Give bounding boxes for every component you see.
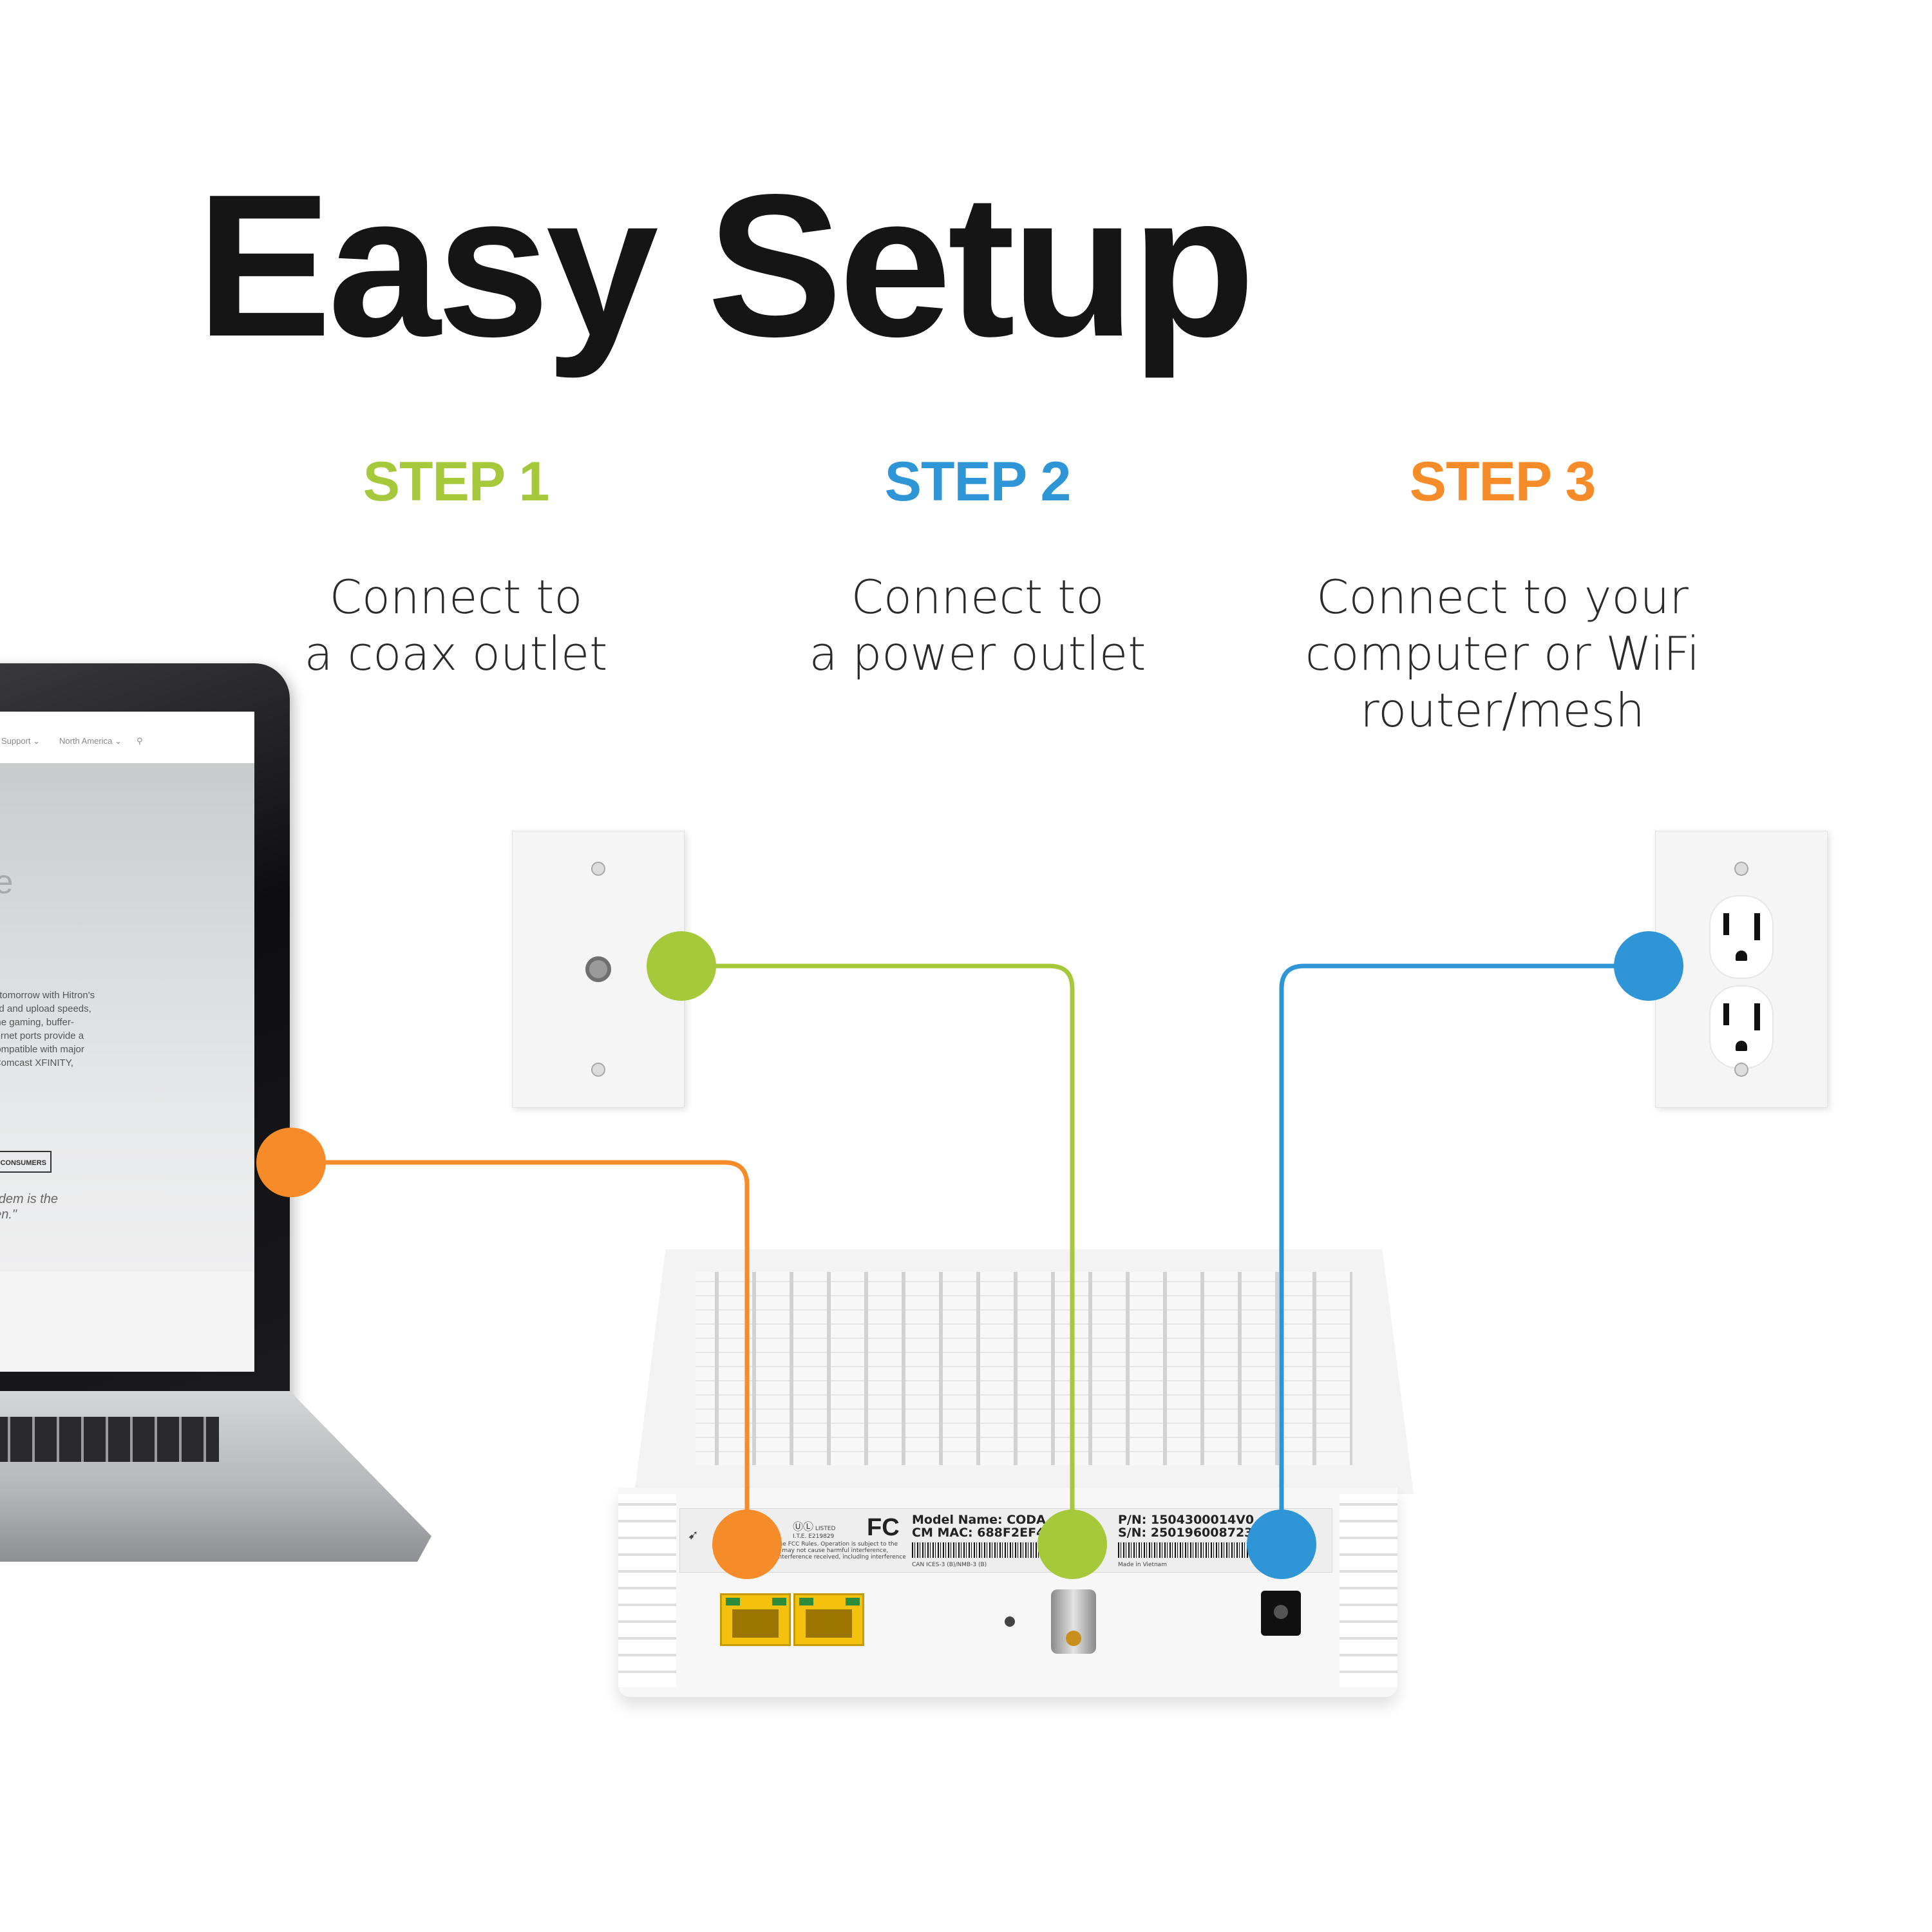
screw-icon <box>591 1063 605 1077</box>
screen-hero-text: le <box>0 864 14 901</box>
screw-icon <box>1734 862 1748 876</box>
screen-copy-line: and tomorrow with Hitron's <box>0 990 95 1001</box>
step-2-title: STEP 2 <box>884 451 1072 513</box>
outlet-receptacle-top <box>1709 895 1774 979</box>
ethernet-led <box>772 1598 786 1605</box>
step-3-title: STEP 3 <box>1409 451 1596 513</box>
fcc-note-line: interference received, including interfe… <box>777 1554 906 1560</box>
screen-hero <box>0 763 254 1272</box>
modem-vents <box>696 1272 1352 1465</box>
modem-ethernet-dot <box>712 1510 782 1579</box>
coax-outlet-dot <box>647 931 716 1001</box>
step-3-line-1: Connect to your <box>1316 570 1689 624</box>
power-jack-pin <box>1274 1605 1288 1619</box>
step-3-line-2: computer or WiFi <box>1305 627 1700 681</box>
screen-hero-lower <box>0 1272 254 1372</box>
search-icon: ⚲ <box>137 736 143 746</box>
screen-nav-support: Support ⌄ <box>1 736 41 746</box>
screen-nav-region: North America ⌄ <box>59 736 122 746</box>
screen-quote-line: Modem is the <box>0 1192 59 1206</box>
ethernet-port-socket <box>806 1609 852 1638</box>
step-1-title: STEP 1 <box>363 451 550 513</box>
fcc-note-line: e may not cause harmful interference, <box>777 1548 889 1554</box>
laptop-keyboard <box>0 1417 219 1462</box>
power-outlet-dot <box>1614 931 1683 1001</box>
ethernet-led <box>846 1598 860 1605</box>
outlet-ground <box>1736 951 1747 961</box>
coax-connector-pin <box>1066 1631 1081 1646</box>
fcc-statement: the FCC Rules. Operation is subject to t… <box>777 1541 925 1560</box>
fcc-note-line: the FCC Rules. Operation is subject to t… <box>777 1541 898 1548</box>
serial-number: S/N: 250196008723 <box>1118 1526 1253 1540</box>
screen-copy-line: online gaming, buffer- <box>0 1017 74 1028</box>
laptop-screen: Support ⌄ North America ⌄ ⚲ le and tomor… <box>0 712 254 1372</box>
modem-ridges-right <box>1340 1494 1397 1687</box>
screen-consumers-button[interactable]: AIL CONSUMERS <box>0 1151 52 1173</box>
screw-icon <box>591 862 605 876</box>
cable-coax <box>681 963 1075 1544</box>
step-2: STEP 2 Connect to a power outlet <box>752 454 1203 682</box>
modem-power-dot <box>1247 1510 1316 1579</box>
outlet-receptacle-bottom <box>1709 985 1774 1069</box>
ul-icon: ⓊⓁ <box>793 1520 814 1533</box>
step-3-description: Connect to your computer or WiFi router/… <box>1277 569 1728 739</box>
screen-quote: Modem is the seen." <box>0 1191 58 1222</box>
step-2-line-1: Connect to <box>851 570 1104 624</box>
screen-copy-line: Ethernet ports provide a <box>0 1030 84 1041</box>
step-1-description: Connect to a coax outlet <box>231 569 681 682</box>
outlet-ground <box>1736 1041 1747 1051</box>
can-ices: CAN ICES-3 (B)/NMB-3 (B) <box>912 1562 987 1568</box>
modem-coax-dot <box>1037 1510 1107 1579</box>
step-3: STEP 3 Connect to your computer or WiFi … <box>1277 454 1728 739</box>
screen-copy: and tomorrow with Hitron's nload and upl… <box>0 989 109 1070</box>
step-1: STEP 1 Connect to a coax outlet <box>231 454 681 682</box>
headline: Easy Setup <box>196 152 1255 379</box>
outlet-slot <box>1754 1003 1760 1030</box>
ul-code: I.T.E. E219829 <box>793 1533 835 1540</box>
step-2-line-2: a power outlet <box>809 627 1146 681</box>
ethernet-led <box>726 1598 740 1605</box>
cm-mac: CM MAC: 688F2EF4B <box>912 1526 1054 1540</box>
screen-copy-line: ng Comcast XFINITY, <box>0 1057 73 1068</box>
ul-listed-mark: ⓊⓁ LISTED I.T.E. E219829 <box>793 1518 835 1540</box>
step-1-line-1: Connect to <box>329 570 583 624</box>
model-name: Model Name: CODA <box>912 1513 1046 1527</box>
cable-power <box>1279 963 1649 1544</box>
outlet-slot <box>1723 1003 1729 1025</box>
screw-icon <box>1734 1063 1748 1077</box>
fcc-note: ➹ <box>688 1527 772 1542</box>
laptop-dot <box>256 1128 326 1197</box>
made-in: Made in Vietnam <box>1118 1562 1167 1568</box>
step-1-line-2: a coax outlet <box>304 627 608 681</box>
outlet-slot <box>1723 913 1729 935</box>
part-number: P/N: 1504300014V0 <box>1118 1513 1255 1527</box>
screen-quote-line: seen." <box>0 1208 17 1222</box>
screen-copy-line: nload and upload speeds, <box>0 1003 91 1014</box>
screen-copy-line: r. Compatible with major <box>0 1044 84 1055</box>
reset-button[interactable] <box>1005 1616 1015 1627</box>
fcc-logo-swoosh: ➹ <box>688 1527 699 1542</box>
ethernet-port-socket <box>732 1609 779 1638</box>
modem-ridges-left <box>618 1494 676 1687</box>
ul-listed-text: LISTED <box>815 1526 836 1532</box>
fcc-mark: FC <box>867 1514 900 1541</box>
outlet-slot <box>1754 913 1760 940</box>
ethernet-led <box>799 1598 813 1605</box>
ethernet-port-2[interactable] <box>793 1593 864 1646</box>
cable-ethernet <box>291 1160 750 1544</box>
step-2-description: Connect to a power outlet <box>752 569 1203 682</box>
coax-jack-icon <box>585 956 611 982</box>
power-outlet-icon <box>1655 831 1828 1108</box>
ethernet-port-1[interactable] <box>720 1593 791 1646</box>
step-3-line-3: router/mesh <box>1360 683 1645 737</box>
